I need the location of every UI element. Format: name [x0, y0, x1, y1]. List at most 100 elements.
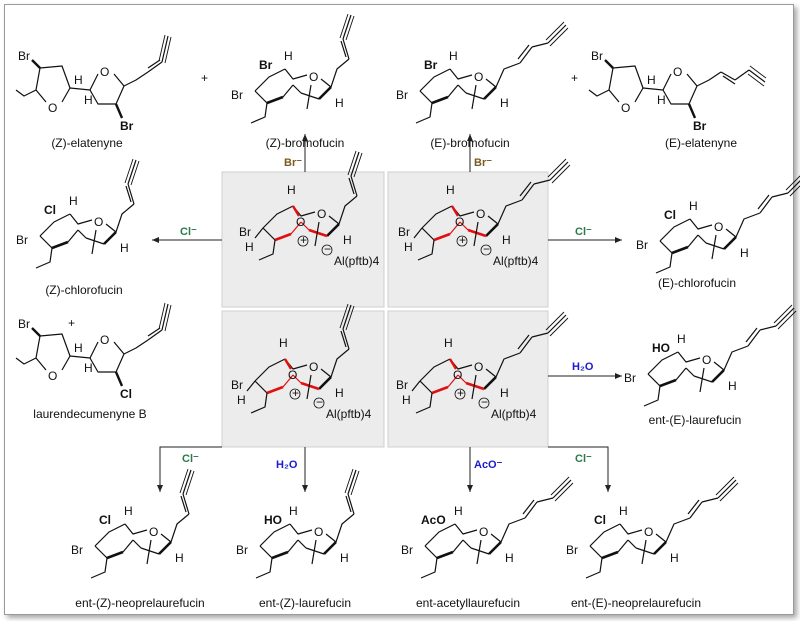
bond	[290, 221, 302, 235]
bond	[413, 227, 423, 239]
hydrogen-label: H	[335, 96, 344, 110]
bond	[711, 369, 725, 383]
oxygen-label: O	[621, 101, 630, 115]
hydrogen-label: H	[647, 73, 656, 87]
bond	[647, 373, 661, 387]
ring-halogen-label: Br	[120, 119, 134, 133]
negative-charge-icon	[321, 244, 333, 256]
bond	[517, 334, 530, 350]
bond	[659, 378, 677, 388]
bond	[722, 75, 736, 85]
bond	[715, 476, 735, 496]
bond	[436, 550, 454, 560]
oxygen-label: O	[309, 70, 318, 84]
bond	[495, 62, 521, 88]
bond	[318, 376, 332, 390]
oxygen-label: O	[149, 525, 158, 539]
hydrogen-label: H	[175, 551, 184, 565]
substituent-label: Br	[424, 58, 438, 72]
hydrogen-label: H	[689, 199, 698, 213]
bond	[671, 245, 689, 255]
bond	[601, 550, 619, 560]
bromine-label: Br	[591, 49, 603, 63]
bond	[424, 545, 438, 559]
bond	[147, 59, 161, 69]
hydrogen-label: H	[340, 551, 349, 565]
bond	[519, 336, 533, 354]
bond	[339, 303, 349, 329]
plus-sign: +	[68, 316, 75, 330]
counterion-label: Al(pftb)4	[491, 407, 537, 421]
bond	[320, 368, 332, 378]
bond	[696, 71, 722, 87]
oxygen-label: O	[673, 65, 682, 79]
bond	[123, 71, 149, 87]
bond	[589, 523, 621, 547]
bond	[254, 380, 268, 394]
positive-charge: +	[300, 233, 307, 247]
bond	[723, 345, 749, 371]
bond	[282, 84, 294, 98]
bond	[635, 547, 655, 555]
bond	[114, 371, 124, 387]
bond	[500, 517, 526, 543]
bond	[254, 68, 286, 92]
bond	[182, 469, 192, 495]
bond	[471, 84, 477, 110]
compound-name: ent-(E)-neoprelaurefucin	[571, 596, 701, 610]
bond	[488, 541, 502, 555]
reagent-chloride-bottom-left: Cl⁻	[182, 453, 199, 465]
bond	[287, 539, 299, 553]
bond	[747, 73, 765, 87]
bond	[485, 78, 497, 88]
bond	[318, 86, 332, 100]
bond	[67, 229, 79, 243]
compound-name: (E)-bromofucin	[430, 136, 509, 150]
oxygen-label: O	[476, 207, 485, 221]
bond	[495, 352, 521, 378]
bond	[483, 86, 497, 100]
bond	[517, 44, 530, 60]
compound-name: (Z)-chlorofucin	[45, 283, 122, 297]
bond	[347, 493, 355, 515]
negative-charge-icon	[478, 397, 490, 409]
bond	[350, 175, 358, 197]
bond	[457, 374, 467, 384]
reagent-bromide-right: Br⁻	[474, 157, 492, 169]
bond	[705, 242, 725, 250]
bond	[476, 539, 482, 565]
bond	[419, 90, 433, 104]
compound-name: (E)-elatenyne	[665, 136, 737, 150]
counterion-label: Al(pftb)4	[493, 254, 539, 268]
hydrogen-label: H	[449, 49, 458, 63]
reagent-chloride-left: Cl⁻	[180, 226, 197, 238]
bond	[419, 68, 451, 92]
bond	[604, 59, 614, 69]
bond	[89, 341, 99, 359]
bond	[519, 181, 532, 197]
bond	[338, 195, 358, 225]
bond	[51, 240, 69, 250]
bond	[777, 310, 797, 330]
bond	[424, 523, 456, 547]
positive-charge-icon	[454, 388, 466, 400]
bond	[697, 234, 707, 244]
bond	[711, 234, 717, 260]
hydrogen-label: H	[502, 233, 511, 247]
bond	[471, 374, 477, 400]
bond	[124, 158, 134, 184]
bond	[124, 523, 148, 535]
bond	[449, 221, 461, 235]
bond	[69, 87, 91, 91]
bond	[250, 392, 268, 414]
bond	[305, 547, 325, 555]
bond	[300, 381, 320, 391]
bond	[85, 237, 105, 245]
bond	[292, 374, 302, 384]
